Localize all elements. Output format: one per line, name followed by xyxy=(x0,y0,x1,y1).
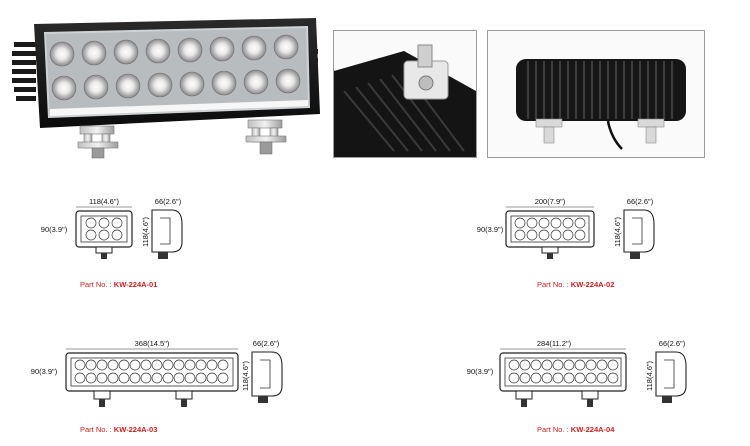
side-height-dimension: 118(4.6") xyxy=(613,216,622,247)
depth-dimension: 66(2.6") xyxy=(659,339,686,348)
part-number-value: KW-224A-04 xyxy=(570,425,615,434)
led-rows xyxy=(49,34,301,101)
width-dimension: 368(14.5") xyxy=(135,339,170,348)
model-drawing-03: 368(14.5") 90(3.9") 66(2.6") 118(4.6") xyxy=(30,338,290,418)
width-dimension: 200(7.9") xyxy=(535,197,566,206)
depth-dimension: 66(2.6") xyxy=(627,197,654,206)
part-number-value: KW-224A-02 xyxy=(570,280,615,289)
part-number-value: KW-224A-03 xyxy=(113,425,158,434)
side-height-dimension: 118(4.6") xyxy=(141,216,150,247)
part-number-value: KW-224A-01 xyxy=(113,280,158,289)
part-number-label: Part No. : xyxy=(537,280,569,289)
height-dimension: 90(3.9") xyxy=(41,225,68,234)
side-angle-photo xyxy=(333,30,477,158)
part-number-02: Part No. : KW-224A-02 xyxy=(537,280,614,289)
model-drawing-01: 118(4.6") 90(3.9") 66(2.6") 118(4.6") xyxy=(40,196,200,268)
part-number-label: Part No. : xyxy=(80,280,112,289)
part-number-label: Part No. : xyxy=(537,425,569,434)
side-height-dimension: 118(4.6") xyxy=(241,360,250,391)
width-dimension: 284(11.2") xyxy=(537,339,572,348)
front-view-photo xyxy=(10,10,322,160)
height-dimension: 90(3.9") xyxy=(477,225,504,234)
depth-dimension: 66(2.6") xyxy=(253,339,280,348)
model-drawing-02: 200(7.9") 90(3.9") 66(2.6") 118(4.6") xyxy=(476,196,676,268)
width-dimension: 118(4.6") xyxy=(89,197,120,206)
depth-dimension: 66(2.6") xyxy=(155,197,182,206)
part-number-label: Part No. : xyxy=(80,425,112,434)
rear-view-photo xyxy=(487,30,705,158)
part-number-04: Part No. : KW-224A-04 xyxy=(537,425,614,434)
model-drawing-04: 284(11.2") 90(3.9") 66(2.6") 118(4.6") xyxy=(466,338,698,418)
height-dimension: 90(3.9") xyxy=(467,367,494,376)
part-number-03: Part No. : KW-224A-03 xyxy=(80,425,157,434)
height-dimension: 90(3.9") xyxy=(31,367,58,376)
part-number-01: Part No. : KW-224A-01 xyxy=(80,280,157,289)
side-height-dimension: 118(4.6") xyxy=(645,360,654,391)
